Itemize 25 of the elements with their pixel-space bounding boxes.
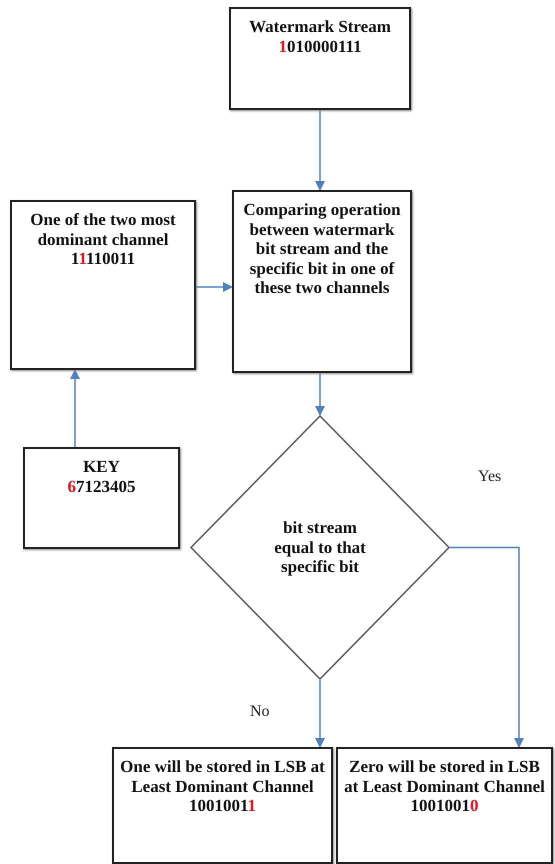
process-box <box>23 447 180 549</box>
node-text: 10010010 <box>410 796 480 816</box>
node-text: 1010000111 <box>277 36 363 56</box>
node-text: 11110011 <box>70 249 136 269</box>
process-box <box>112 747 333 864</box>
process-box <box>336 747 553 864</box>
arrow <box>315 110 325 191</box>
node-text: Zero will be stored in LSB at Least Dominant Channel <box>343 757 546 796</box>
process-box <box>229 7 411 110</box>
decision-diamond <box>190 415 450 680</box>
arrow <box>315 373 325 416</box>
node-text: Comparing operation between watermark bit stream and the specific bit in one of these two channels <box>242 200 402 298</box>
node-text: 67123405 <box>66 476 136 496</box>
node-text: KEY <box>82 457 121 477</box>
node-text: 10010011 <box>188 796 258 816</box>
node-text: bit stream equal to that specific bit <box>273 518 367 577</box>
process-box <box>232 190 412 373</box>
process-box <box>10 200 196 370</box>
node-text: One of the two most dominant channel <box>29 210 177 250</box>
node-text: One will be stored in LSB at Least Dominant Channel <box>119 757 326 796</box>
arrow <box>450 546 524 748</box>
arrow <box>70 369 80 447</box>
arrow <box>196 282 233 292</box>
arrow <box>315 680 325 748</box>
node-text: Watermark Stream <box>248 17 392 37</box>
